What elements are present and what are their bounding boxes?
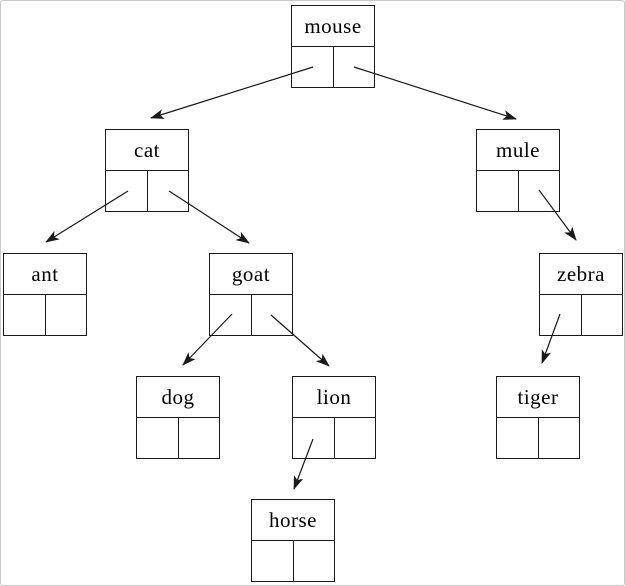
left-pointer-cell: [540, 295, 582, 335]
right-pointer-cell: [179, 418, 220, 458]
tree-node-mouse: mouse: [291, 5, 375, 88]
node-label: mouse: [292, 6, 374, 47]
node-label: zebra: [540, 254, 622, 295]
node-label: tiger: [497, 377, 579, 418]
left-pointer-cell: [252, 541, 294, 581]
left-pointer-cell: [137, 418, 179, 458]
right-pointer-cell: [294, 541, 335, 581]
tree-node-ant: ant: [3, 253, 87, 336]
tree-node-dog: dog: [136, 376, 220, 459]
node-pointer-row: [210, 295, 292, 335]
tree-node-cat: cat: [105, 129, 189, 212]
tree-node-zebra: zebra: [539, 253, 623, 336]
node-pointer-row: [293, 418, 375, 458]
node-label: horse: [252, 500, 334, 541]
tree-node-tiger: tiger: [496, 376, 580, 459]
right-pointer-cell: [46, 295, 87, 335]
node-pointer-row: [497, 418, 579, 458]
tree-node-horse: horse: [251, 499, 335, 582]
node-label: mule: [477, 130, 559, 171]
right-pointer-cell: [334, 47, 375, 87]
node-pointer-row: [540, 295, 622, 335]
node-pointer-row: [252, 541, 334, 581]
node-pointer-row: [137, 418, 219, 458]
node-label: dog: [137, 377, 219, 418]
tree-node-goat: goat: [209, 253, 293, 336]
left-pointer-cell: [4, 295, 46, 335]
right-pointer-cell: [148, 171, 189, 211]
node-label: lion: [293, 377, 375, 418]
node-label: goat: [210, 254, 292, 295]
right-pointer-cell: [335, 418, 376, 458]
node-label: cat: [106, 130, 188, 171]
left-pointer-cell: [292, 47, 334, 87]
left-pointer-cell: [497, 418, 539, 458]
right-pointer-cell: [252, 295, 293, 335]
node-pointer-row: [106, 171, 188, 211]
node-label: ant: [4, 254, 86, 295]
right-pointer-cell: [519, 171, 560, 211]
left-pointer-cell: [106, 171, 148, 211]
right-pointer-cell: [582, 295, 623, 335]
right-pointer-cell: [539, 418, 580, 458]
tree-node-lion: lion: [292, 376, 376, 459]
node-pointer-row: [477, 171, 559, 211]
tree-node-mule: mule: [476, 129, 560, 212]
left-pointer-cell: [477, 171, 519, 211]
node-pointer-row: [4, 295, 86, 335]
node-pointer-row: [292, 47, 374, 87]
left-pointer-cell: [210, 295, 252, 335]
left-pointer-cell: [293, 418, 335, 458]
